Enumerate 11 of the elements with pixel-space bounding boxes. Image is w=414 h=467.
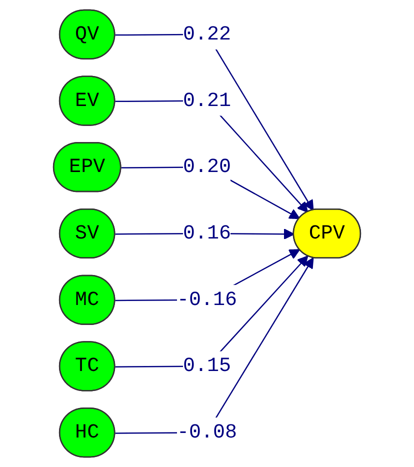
arrow	[115, 34, 314, 211]
edge-label: -0.16	[176, 288, 238, 312]
edge-label: -0.08	[176, 421, 238, 444]
arrow	[115, 100, 308, 213]
edge-label: 0.21	[182, 90, 232, 112]
arrow	[115, 256, 308, 368]
edge-label: 0.16	[182, 222, 232, 245]
arrow	[115, 257, 314, 434]
edge-label: 0.22	[182, 23, 232, 46]
edge-label: 0.20	[182, 156, 232, 178]
edge-label: 0.15	[182, 354, 232, 378]
